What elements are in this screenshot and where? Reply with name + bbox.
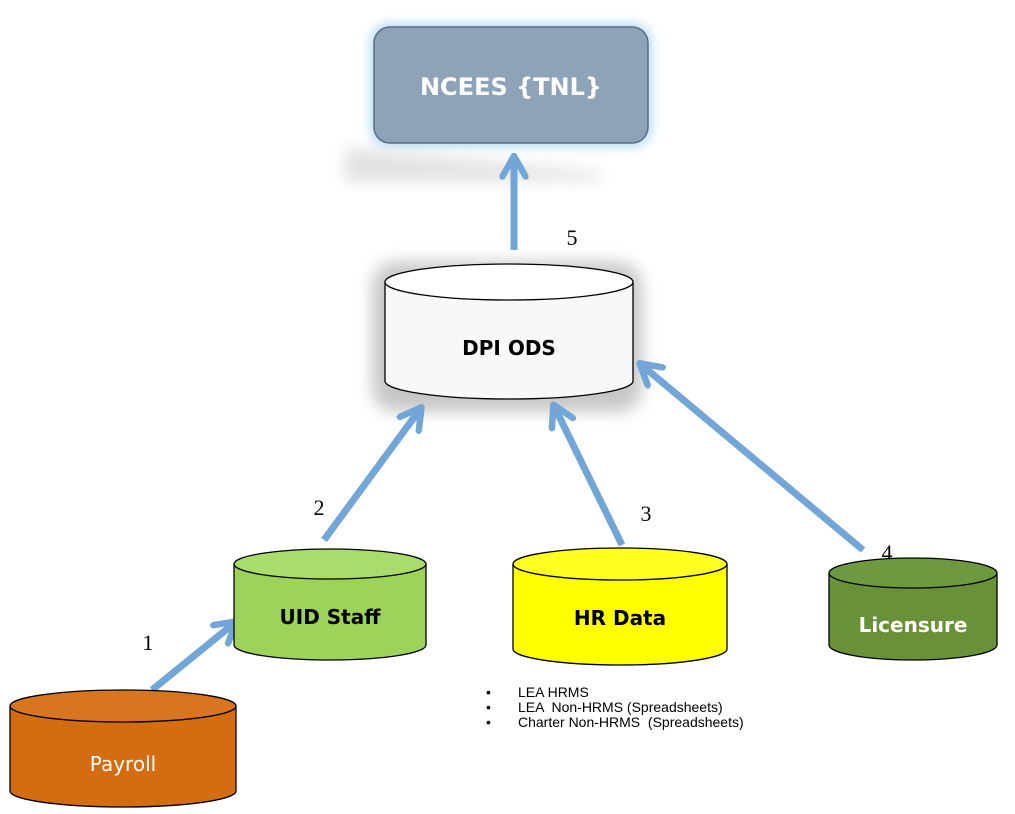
step-number-1: 1 (143, 630, 154, 655)
hr-data-node: HR Data (512, 547, 728, 666)
hr-source-item: LEA Non-HRMS (Spreadsheets) (486, 700, 744, 716)
licensure-node: Licensure (828, 557, 998, 661)
hr-sources-list: LEA HRMS LEA Non-HRMS (Spreadsheets) Cha… (486, 685, 744, 731)
step-number-4: 4 (882, 540, 893, 565)
ncees-node: NCEES {TNL} (345, 25, 650, 182)
arrow-uid-to-ods (321, 412, 418, 543)
step-number-5: 5 (567, 225, 578, 250)
dpi-ods-label: DPI ODS (462, 336, 556, 360)
step-number-2: 2 (314, 495, 325, 520)
hr-data-label: HR Data (574, 606, 666, 630)
arrow-licensure-to-ods (644, 367, 866, 553)
dpi-ods-node: DPI ODS (372, 262, 642, 412)
uid-staff-node: UID Staff (233, 548, 427, 661)
payroll-label: Payroll (90, 752, 156, 776)
ncees-label: NCEES {TNL} (420, 73, 602, 101)
hr-source-item: LEA HRMS (486, 685, 744, 701)
licensure-label: Licensure (859, 613, 968, 637)
ncees-box (373, 26, 649, 144)
hr-source-item: Charter Non-HRMS (Spreadsheets) (486, 715, 744, 731)
uid-staff-label: UID Staff (280, 605, 382, 629)
step-number-3: 3 (641, 501, 652, 526)
arrow-hr-to-ods (556, 410, 626, 547)
payroll-node: Payroll (9, 689, 237, 808)
arrow-payroll-to-uid (149, 625, 232, 693)
